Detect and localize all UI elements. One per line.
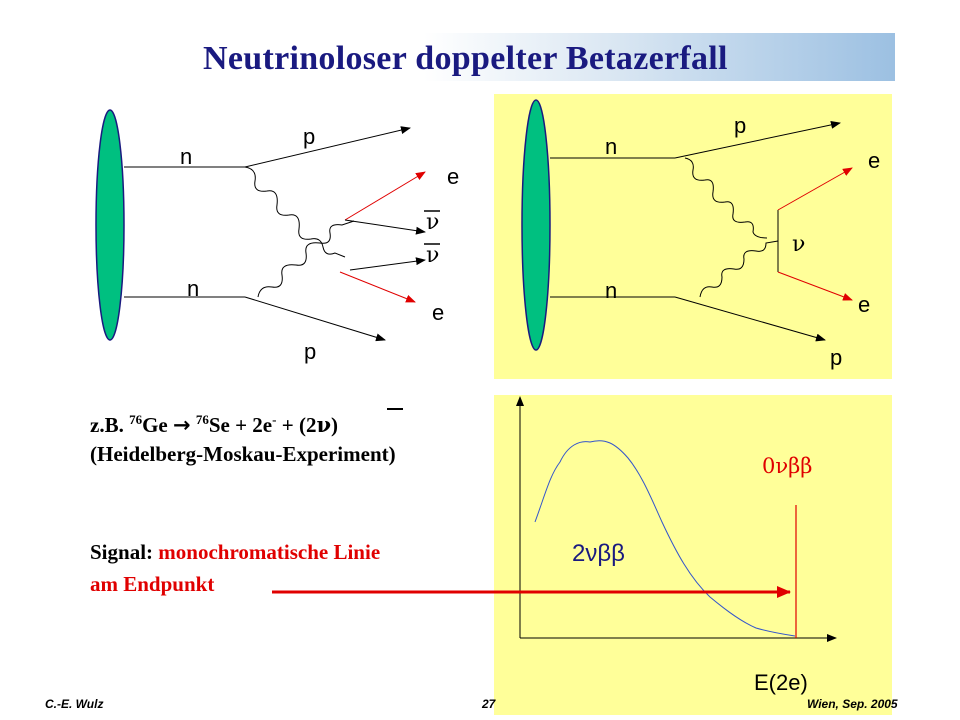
right-w-top — [684, 157, 768, 239]
left-w-bottom — [257, 220, 355, 298]
footer-author: C.-E. Wulz — [45, 697, 104, 711]
example-close: ) — [331, 413, 339, 437]
right-p-bottom-arrow — [674, 296, 826, 342]
left-nucleus — [95, 109, 125, 341]
left-label-nubar-1: ν — [426, 210, 440, 235]
signal-label: Signal: — [90, 540, 159, 564]
right-label-nu: ν — [792, 232, 806, 257]
right-label-n-bottom: n — [605, 278, 618, 303]
left-label-e-bottom: e — [432, 300, 445, 325]
footer-page-number: 27 — [482, 697, 496, 711]
signal-text-2: am Endpunkt — [90, 572, 215, 596]
right-e-bottom-arrow — [777, 271, 853, 301]
reaction-arrow-icon: → — [172, 413, 191, 437]
left-p-bottom-arrow — [244, 296, 386, 342]
se-mass-number: 76 — [195, 412, 209, 427]
right-p-top-arrow — [674, 120, 841, 159]
slide-title: Neutrinoloser doppelter Betazerfall — [203, 40, 728, 77]
title-bar — [170, 33, 895, 81]
right-nucleus — [521, 99, 551, 351]
left-e-bottom-arrow — [339, 271, 416, 303]
electron-charge: - — [272, 412, 277, 427]
right-label-n-top: n — [605, 134, 618, 159]
left-nubar-bottom-arrow — [349, 257, 426, 271]
spectrum-panel — [494, 395, 892, 715]
left-nubar-top-arrow — [344, 219, 426, 235]
left-label-e-top: e — [447, 164, 460, 189]
left-label-n-top: n — [180, 144, 193, 169]
left-w-top — [244, 166, 346, 258]
signal-line1: Signal: monochromatische Linie — [90, 540, 380, 565]
right-e-top-arrow — [777, 167, 853, 211]
example-reaction: z.B. 76Ge → 76Se + 2e- + (2ν) — [90, 412, 338, 438]
right-label-p-bottom: p — [830, 345, 843, 370]
left-label-p-top: p — [303, 124, 316, 149]
left-label-nubar-2: ν — [426, 243, 440, 268]
spectrum-2nu-curve — [534, 440, 796, 637]
left-label-p-bottom: p — [304, 339, 317, 364]
footer-place-date: Wien, Sep. 2005 — [807, 697, 898, 711]
left-p-top-arrow — [244, 126, 411, 168]
example-ge: Ge — [142, 413, 168, 437]
label-2nu-bb: 2νββ — [572, 540, 625, 567]
right-label-p-top: p — [734, 113, 747, 138]
right-label-e-top: e — [868, 148, 881, 173]
label-0nu-bb: 0νββ — [762, 454, 813, 478]
ge-mass-number: 76 — [129, 412, 143, 427]
example-nu: ν — [316, 412, 332, 437]
spectrum-x-axis-label: E(2e) — [754, 670, 808, 695]
signal-text-1: monochromatische Linie — [158, 540, 381, 564]
right-diagram-panel — [494, 94, 892, 379]
example-se: Se + 2e — [208, 413, 273, 437]
left-label-n-bottom: n — [187, 276, 200, 301]
left-e-top-arrow — [344, 171, 426, 221]
experiment-name: (Heidelberg-Moskau-Experiment) — [90, 442, 396, 466]
example-plus: + (2 — [276, 413, 317, 437]
example-prefix: z.B. — [90, 413, 130, 437]
right-label-e-bottom: e — [858, 292, 871, 317]
right-w-bottom — [699, 240, 779, 298]
